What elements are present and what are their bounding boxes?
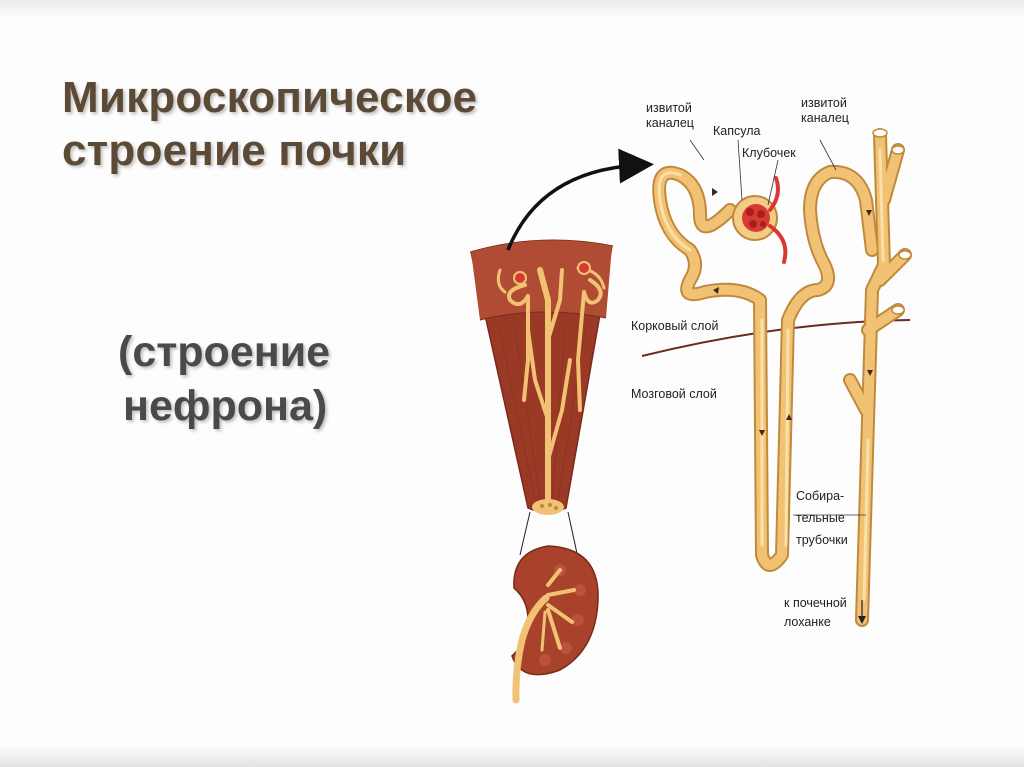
glomerulus-vessels — [768, 176, 788, 264]
slide-bottom-shadow — [0, 745, 1024, 767]
pelvis-arrow-head — [858, 616, 866, 624]
kidney-icon — [511, 545, 599, 704]
label-convoluted-tubule-left-2: каналец — [646, 116, 694, 130]
zoom-connector-lines — [519, 511, 579, 559]
label-to-pelvis-1: к почечной — [784, 596, 847, 610]
slide-title: Микроскопическое строение почки — [62, 72, 542, 178]
label-to-pelvis-2: лоханке — [784, 615, 831, 629]
diagram-labels: извитой каналец Капсула Клубочек извитой… — [631, 96, 849, 629]
label-collecting-ducts-3: трубочки — [796, 533, 848, 547]
slide-top-shadow — [0, 0, 1024, 18]
title-line-2: строение почки — [62, 125, 407, 175]
label-convoluted-tubule-right-1: извитой — [801, 96, 847, 110]
label-capsule: Капсула — [713, 124, 761, 138]
leader-lines — [689, 139, 866, 516]
label-convoluted-tubule-right-2: каналец — [801, 111, 849, 125]
flow-arrows — [712, 188, 873, 436]
subtitle-line-1: (строение — [118, 328, 331, 376]
slide-subtitle: (строение нефрона) — [118, 326, 438, 434]
label-collecting-ducts-2: тельные — [796, 511, 845, 525]
label-convoluted-tubule-left-1: извитой — [646, 101, 692, 115]
subtitle-line-2: нефрона) — [123, 381, 328, 430]
nephron — [652, 128, 912, 627]
kidney-wedge — [470, 239, 613, 515]
label-glomerulus: Клубочек — [742, 146, 796, 160]
label-collecting-ducts-1: Собира- — [796, 489, 844, 503]
label-medulla: Мозговой слой — [631, 387, 717, 401]
title-line-1: Микроскопическое — [62, 73, 478, 122]
label-cortex: Корковый слой — [631, 319, 718, 333]
zoom-arrow — [506, 148, 654, 251]
bowman-capsule — [732, 195, 778, 241]
